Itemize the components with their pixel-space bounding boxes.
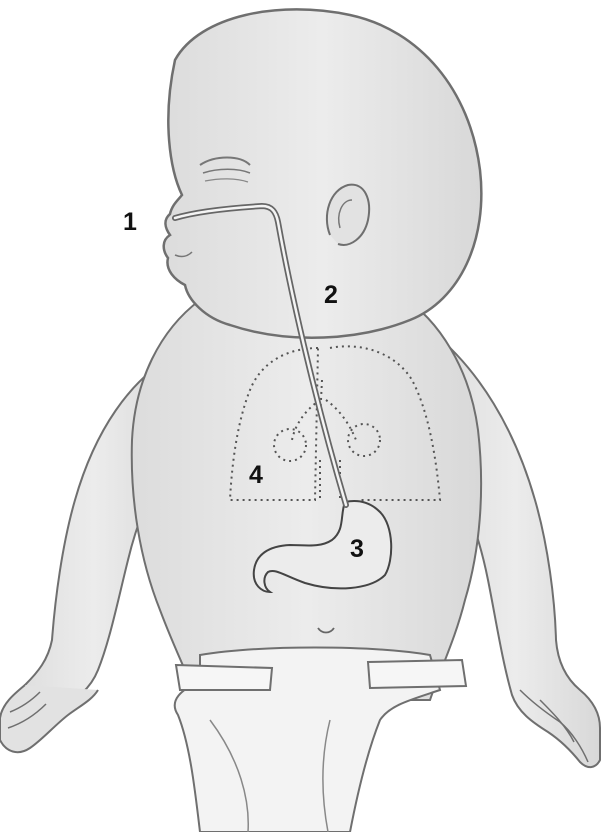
label-4: 4 <box>249 463 263 488</box>
label-2: 2 <box>324 283 338 308</box>
torso <box>132 279 481 700</box>
left-hand <box>0 685 98 752</box>
diaper-tab-right <box>368 660 466 688</box>
label-1: 1 <box>123 210 137 235</box>
head <box>164 9 482 337</box>
label-3: 3 <box>350 537 364 562</box>
diaper-tab-left <box>176 665 272 690</box>
